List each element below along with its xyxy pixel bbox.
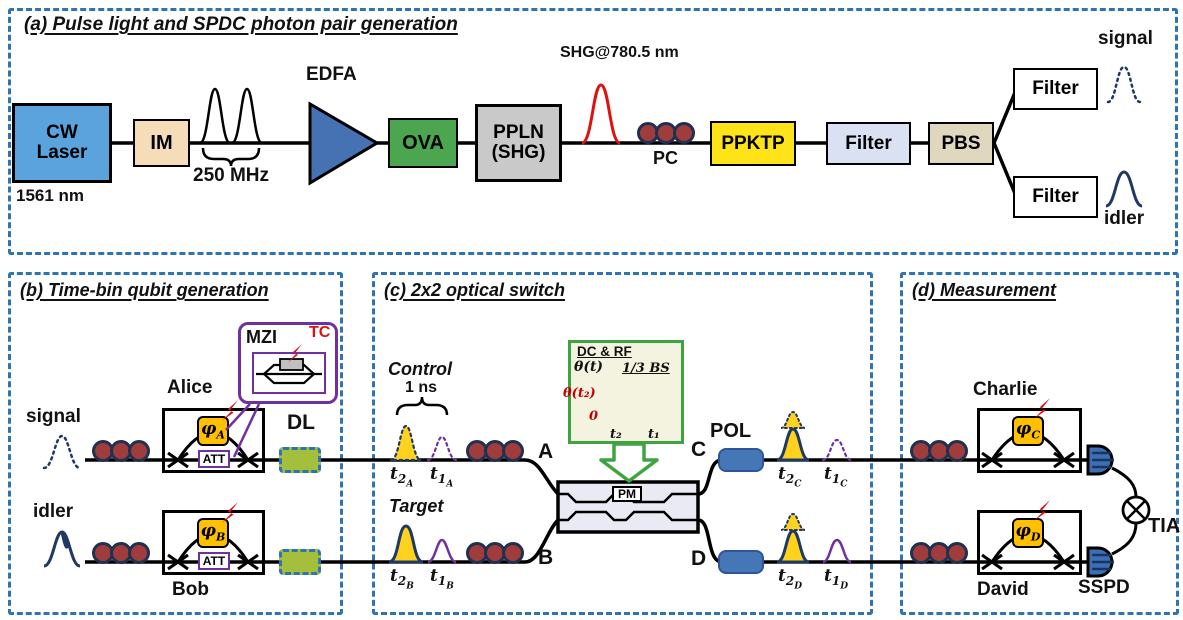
- ova-box: OVA: [388, 118, 458, 168]
- filter-box-a: Filter: [826, 122, 911, 165]
- intensity-modulator-box: IM: [133, 119, 190, 167]
- theta-t-label: θ(t): [574, 359, 604, 375]
- zero-label: 0: [589, 409, 599, 424]
- attenuator-b-box: ATT: [198, 552, 230, 570]
- polarizer-box-d: [718, 550, 764, 574]
- pulse-width-label: 1 ns: [405, 379, 438, 396]
- time-bin-label-t2b: t2B: [390, 566, 414, 592]
- bs-annotation: 1/3 BS: [622, 361, 670, 376]
- phase-shifter-c-box: φC: [1012, 416, 1044, 446]
- time-bin-label-t1b: t1B: [430, 566, 454, 592]
- wavelength-label: 1561 nm: [16, 186, 85, 205]
- phase-shifter-b-box: φB: [197, 518, 229, 548]
- phase-shifter-d-box: φD: [1012, 518, 1044, 548]
- time-bin-label-t2a: t2A: [390, 464, 414, 490]
- t2-tick-label: t₂: [610, 427, 622, 442]
- edfa-label: EDFA: [306, 64, 357, 85]
- ppln-box: PPLN (SHG): [475, 104, 562, 182]
- pc-label: PC: [653, 148, 679, 168]
- phi-d-label: φD: [1015, 521, 1041, 544]
- panel-c-title: (c) 2x2 optical switch: [384, 280, 566, 300]
- panel-b-title: (b) Time-bin qubit generation: [20, 280, 269, 300]
- phase-shifter-a-box: φA: [197, 416, 229, 446]
- panel-d-title: (d) Measurement: [912, 280, 1057, 300]
- filter-box-idler: Filter: [1013, 176, 1098, 218]
- ppktp-box: PPKTP: [710, 121, 796, 166]
- dl-label: DL: [287, 411, 315, 434]
- filter-box-signal: Filter: [1013, 68, 1098, 110]
- phi-a-label: φA: [201, 419, 225, 442]
- delay-line-box-1: [279, 447, 321, 473]
- charlie-label: Charlie: [973, 379, 1038, 400]
- t1-tick-label: t₁: [648, 427, 660, 442]
- alice-interferometer-box: [162, 408, 265, 473]
- mzi-label: MZI: [246, 327, 277, 347]
- panel-a-frame: [8, 8, 1178, 255]
- panel-d-frame: [900, 272, 1179, 615]
- target-label: Target: [389, 496, 444, 516]
- im-label: IM: [150, 131, 173, 154]
- ova-label: OVA: [402, 131, 444, 154]
- dcrf-title: DC & RF: [577, 344, 632, 359]
- signal-label-b: signal: [26, 406, 81, 427]
- phi-c-label: φC: [1015, 419, 1041, 442]
- time-bin-label-t1c: t1C: [824, 464, 848, 490]
- cw-laser-label: CW Laser: [36, 122, 88, 163]
- polarizer-box-c: [718, 448, 764, 472]
- time-bin-label-t1d: t1D: [824, 566, 849, 592]
- pol-label: POL: [710, 420, 752, 442]
- rep-rate-label: 250 MHz: [193, 165, 270, 186]
- filter-label: Filter: [1032, 186, 1079, 208]
- mzi-inset-inner: [252, 352, 326, 394]
- ppktp-label: PPKTP: [721, 132, 785, 154]
- att-label: ATT: [202, 451, 226, 466]
- control-label: Control: [388, 359, 452, 379]
- time-bin-label-t2d: t2D: [778, 566, 803, 592]
- sspd-label: SSPD: [1078, 577, 1130, 598]
- time-bin-label-t2c: t2C: [778, 464, 802, 490]
- attenuator-a-box: ATT: [198, 450, 230, 468]
- idler-label-b: idler: [33, 501, 74, 522]
- alice-label: Alice: [167, 377, 213, 398]
- phase-modulator-box: PM: [612, 486, 642, 502]
- port-a-label: A: [538, 440, 554, 463]
- filter-label: Filter: [845, 132, 892, 154]
- pm-label: PM: [618, 486, 636, 501]
- tia-label: TIA: [1148, 515, 1181, 537]
- theta-t2-label: θ(t₂): [563, 386, 596, 401]
- tc-label: TC: [309, 324, 331, 341]
- bob-interferometer-box: [162, 510, 265, 575]
- pbs-box: PBS: [928, 122, 994, 165]
- david-label: David: [977, 579, 1029, 600]
- panel-a-title: (a) Pulse light and SPDC photon pair gen…: [24, 14, 458, 35]
- shg-wavelength-label: SHG@780.5 nm: [560, 44, 679, 61]
- phi-b-label: φB: [200, 521, 226, 544]
- att-label: ATT: [202, 553, 226, 568]
- port-d-label: D: [691, 547, 707, 570]
- panel-b-frame: [8, 272, 343, 615]
- cw-laser-box: CW Laser: [12, 103, 112, 183]
- ppln-label: PPLN (SHG): [491, 122, 546, 163]
- pbs-label: PBS: [941, 132, 981, 154]
- panel-c-frame: [372, 272, 873, 615]
- port-c-label: C: [691, 438, 707, 461]
- time-bin-label-t1a: t1A: [430, 464, 454, 490]
- signal-label-a: signal: [1098, 28, 1153, 49]
- delay-line-box-2: [279, 549, 321, 575]
- filter-label: Filter: [1032, 78, 1079, 100]
- port-b-label: B: [538, 546, 554, 569]
- bob-label: Bob: [172, 579, 209, 600]
- idler-label-a: idler: [1104, 208, 1145, 229]
